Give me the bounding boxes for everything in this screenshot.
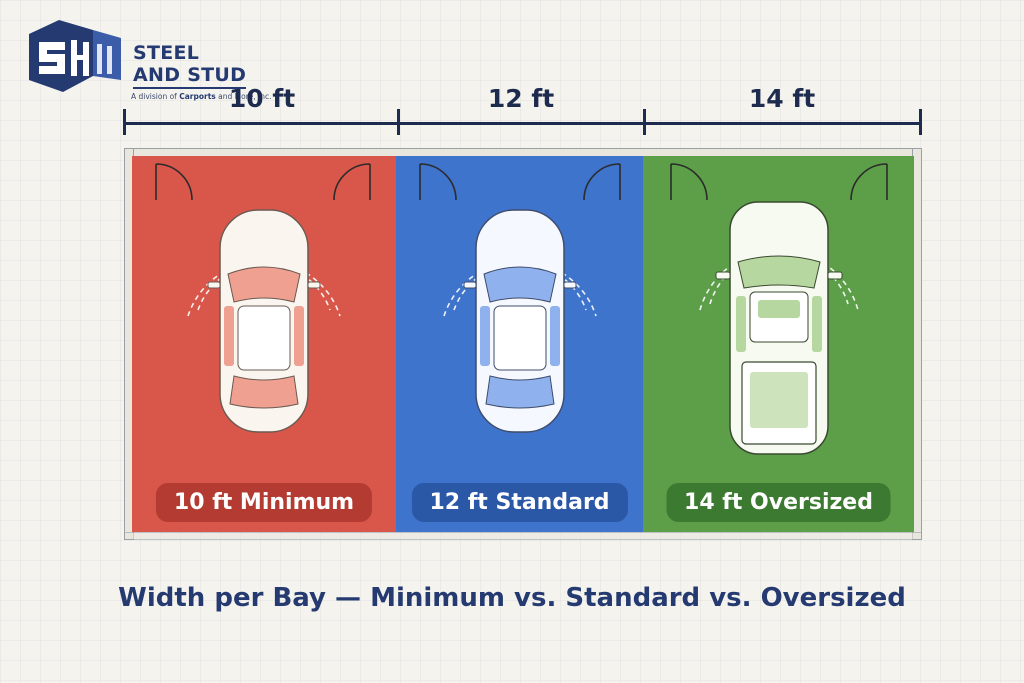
dimension-line (124, 122, 922, 125)
sedan-car-icon (442, 209, 597, 433)
tagline-prefix: A division of (131, 92, 180, 101)
bay-minimum: 10 ft Minimum (132, 156, 396, 532)
door-swing-icon (419, 163, 457, 201)
dimension-label-bay-1: 10 ft (228, 84, 296, 113)
tagline-strong: Carports (179, 92, 216, 101)
dimension-tick (643, 109, 646, 135)
tagline-suffix: and More, Inc. (215, 92, 272, 101)
dimension-tick (919, 109, 922, 135)
door-swing-icon (333, 163, 371, 201)
door-swing-icon (850, 163, 888, 201)
bay-badge-oversized: 14 ft Oversized (666, 483, 891, 522)
door-swing-icon (155, 163, 193, 201)
brand-name-line1: STEEL (133, 42, 200, 64)
sedan-car-icon (187, 209, 341, 433)
door-swing-icon (583, 163, 621, 201)
bay-badge-standard: 12 ft Standard (411, 483, 628, 522)
dimension-tick (123, 109, 126, 135)
pickup-truck-icon (698, 201, 859, 455)
brand-name-line2: AND STUD (133, 64, 247, 89)
diagram-caption: Width per Bay — Minimum vs. Standard vs.… (118, 583, 906, 613)
brand-tagline: A division of Carports and More, Inc. (131, 92, 271, 101)
garage-floor-plan: 10 ft Minimum 12 ft Standard (124, 148, 922, 540)
brand-logo: STEEL AND STUD A division of Carports an… (25, 20, 271, 101)
dimension-tick (397, 109, 400, 135)
garage-bottom-edge (124, 532, 922, 540)
dimension-label-bay-2: 12 ft (487, 84, 555, 113)
bay-standard: 12 ft Standard (396, 156, 643, 532)
door-swing-icon (670, 163, 708, 201)
steel-and-stud-logo-icon (29, 20, 121, 92)
dimension-label-bay-3: 14 ft (748, 84, 816, 113)
bay-badge-minimum: 10 ft Minimum (155, 483, 373, 522)
bay-oversized: 14 ft Oversized (643, 156, 914, 532)
